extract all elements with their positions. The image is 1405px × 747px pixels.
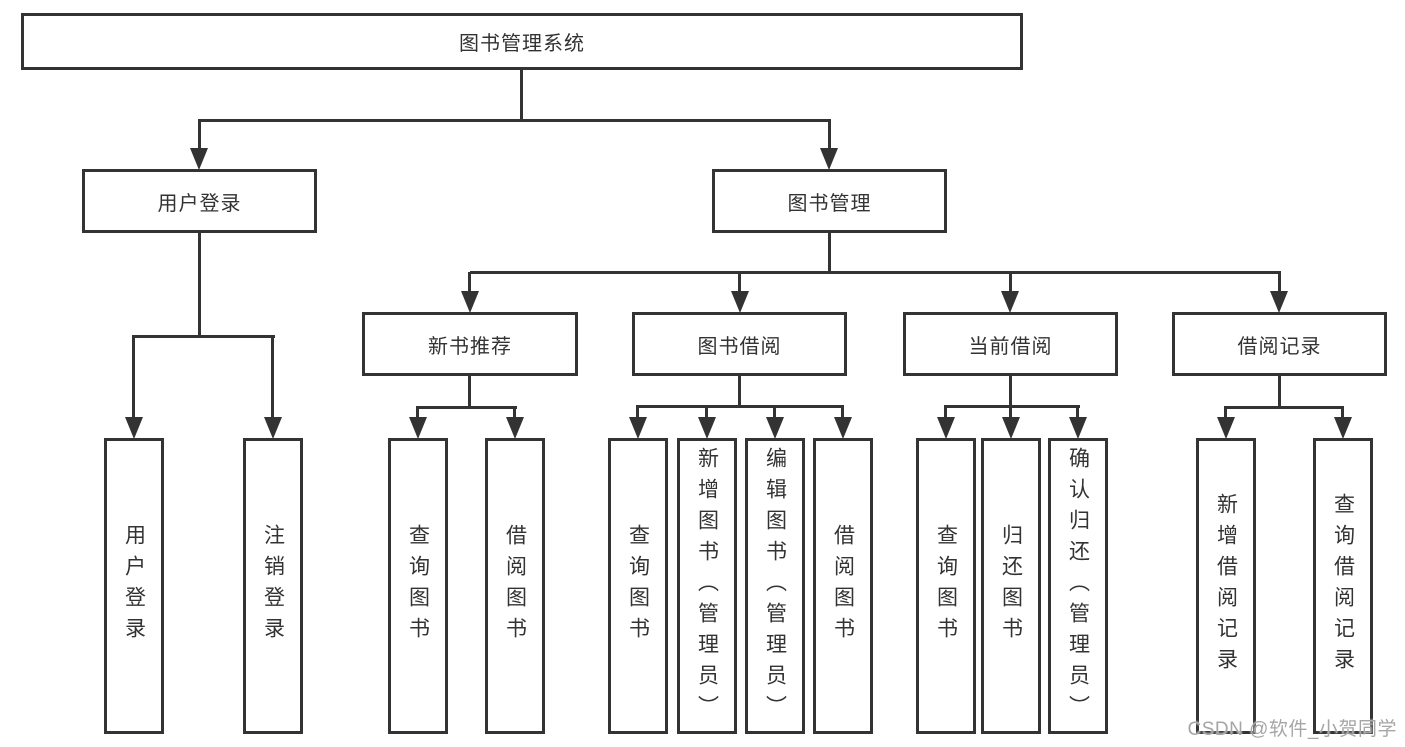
arrow-down-icon (698, 417, 716, 439)
arrow-down-icon (820, 148, 838, 170)
leaf-logout: 注销登录 (243, 438, 303, 734)
arrow-down-icon (629, 417, 647, 439)
connector-shaft (636, 406, 639, 420)
connector-borrow-record-drop (1278, 376, 1281, 408)
arrow-down-icon (190, 148, 208, 170)
leaf-query-book-newrec-label: 查询图书 (406, 524, 430, 648)
connector-shaft (944, 406, 947, 420)
leaf-logout-label: 注销登录 (261, 524, 285, 648)
leaf-borrow-book-newrec: 借阅图书 (485, 438, 545, 734)
node-book-mgmt-label: 图书管理 (787, 192, 872, 215)
connector-shaft (1009, 272, 1012, 292)
node-current-borrow-label: 当前借阅 (968, 335, 1053, 358)
leaf-user-login: 用户登录 (104, 438, 164, 734)
node-book-borrow: 图书借阅 (632, 312, 847, 376)
connector-shaft (468, 272, 471, 292)
leaf-add-book-admin: 新增图书（管理员） (677, 438, 737, 734)
connector-level3-rail (470, 271, 1281, 274)
node-user-login: 用户登录 (82, 169, 317, 233)
leaf-query-borrow-record-label: 查询借阅记录 (1331, 493, 1355, 679)
arrow-down-icon (125, 417, 143, 439)
leaf-query-book-borrow-label: 查询图书 (626, 524, 650, 648)
leaf-add-borrow-record-label: 新增借阅记录 (1214, 493, 1238, 679)
arrow-down-icon (506, 417, 524, 439)
leaf-return-book-label: 归还图书 (999, 524, 1023, 648)
node-root-label: 图书管理系统 (459, 33, 585, 55)
connector-borrow-record-rail (1224, 406, 1344, 409)
leaf-query-book-current: 查询图书 (916, 438, 976, 734)
arrow-down-icon (1270, 291, 1288, 313)
leaf-query-book-current-label: 查询图书 (934, 524, 958, 648)
connector-book-borrow-drop (738, 376, 741, 407)
connector-new-book-rail (416, 406, 517, 409)
leaf-borrow-book-newrec-label: 借阅图书 (503, 524, 527, 648)
connector-shaft (271, 336, 274, 418)
connector-shaft (1224, 407, 1227, 420)
connector-shaft (513, 407, 516, 420)
node-borrow-record: 借阅记录 (1172, 312, 1387, 376)
connector-shaft (132, 336, 135, 418)
connector-shaft (773, 406, 776, 420)
node-book-borrow-label: 图书借阅 (697, 335, 782, 358)
connector-shaft (1009, 406, 1012, 420)
node-user-login-label: 用户登录 (157, 192, 242, 215)
leaf-borrow-book-borrow-label: 借阅图书 (831, 524, 855, 648)
connector-book-borrow-rail (636, 405, 844, 408)
connector-shaft (828, 120, 831, 150)
connector-user-login-drop (198, 233, 201, 337)
node-root: 图书管理系统 (21, 13, 1023, 70)
arrow-down-icon (937, 417, 955, 439)
connector-shaft (1341, 407, 1344, 420)
connector-new-book-drop (468, 376, 471, 408)
connector-current-borrow-rail (944, 405, 1080, 408)
arrow-down-icon (1069, 417, 1087, 439)
arrow-down-icon (461, 291, 479, 313)
connector-shaft (1076, 406, 1079, 420)
arrow-down-icon (1002, 417, 1020, 439)
arrow-down-icon (766, 417, 784, 439)
arrow-down-icon (1334, 417, 1352, 439)
node-new-book-rec: 新书推荐 (362, 312, 578, 376)
leaf-add-borrow-record: 新增借阅记录 (1196, 438, 1256, 734)
node-current-borrow: 当前借阅 (903, 312, 1118, 376)
leaf-edit-book-admin-label: 编辑图书（管理员） (763, 446, 787, 726)
node-borrow-record-label: 借阅记录 (1237, 335, 1322, 358)
arrow-down-icon (1217, 417, 1235, 439)
leaf-add-book-admin-label: 新增图书（管理员） (695, 446, 719, 726)
connector-user-login-rail (132, 335, 275, 338)
arrow-down-icon (731, 291, 749, 313)
leaf-edit-book-admin: 编辑图书（管理员） (745, 438, 805, 734)
arrow-down-icon (1001, 291, 1019, 313)
connector-shaft (738, 272, 741, 292)
leaf-query-book-borrow: 查询图书 (608, 438, 668, 734)
leaf-confirm-return-admin-label: 确认归还（管理员） (1066, 446, 1090, 726)
connector-level2-rail (198, 119, 831, 122)
connector-current-borrow-drop (1009, 376, 1012, 407)
connector-shaft (1278, 272, 1281, 292)
leaf-return-book: 归还图书 (981, 438, 1041, 734)
connector-shaft (841, 406, 844, 420)
leaf-borrow-book-borrow: 借阅图书 (813, 438, 873, 734)
leaf-user-login-label: 用户登录 (122, 524, 146, 648)
connector-book-mgmt-drop (828, 233, 831, 274)
node-new-book-rec-label: 新书推荐 (428, 335, 512, 358)
connector-root-drop (520, 70, 523, 121)
arrow-down-icon (264, 417, 282, 439)
connector-shaft (416, 407, 419, 420)
node-book-mgmt: 图书管理 (712, 169, 947, 233)
arrow-down-icon (834, 417, 852, 439)
connector-shaft (705, 406, 708, 420)
leaf-confirm-return-admin: 确认归还（管理员） (1048, 438, 1108, 734)
watermark: CSDN @软件_小贺同学 (1187, 719, 1397, 740)
leaf-query-book-newrec: 查询图书 (388, 438, 448, 734)
connector-shaft (198, 120, 201, 150)
arrow-down-icon (409, 417, 427, 439)
leaf-query-borrow-record: 查询借阅记录 (1313, 438, 1373, 734)
